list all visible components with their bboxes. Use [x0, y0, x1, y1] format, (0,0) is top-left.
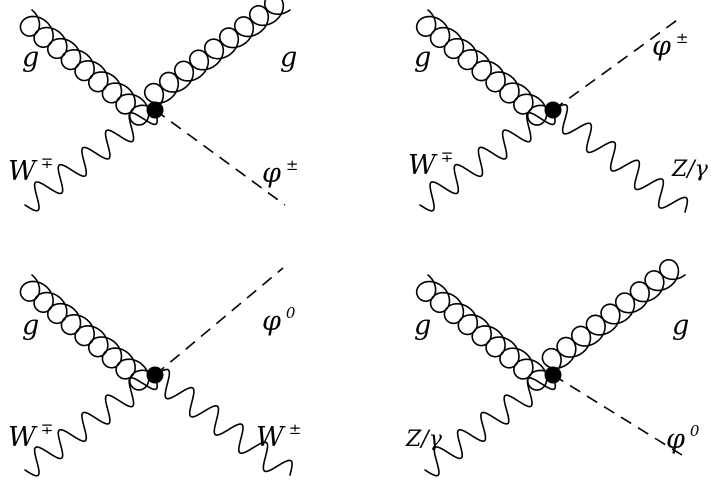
- scalar-line: [154, 109, 286, 206]
- particle-symbol: W: [256, 422, 286, 453]
- particle-label: φ±: [652, 29, 688, 62]
- particle-charge: ±: [676, 29, 689, 47]
- particle-charge: ∓: [41, 420, 54, 438]
- particle-symbol: Z/γ: [405, 427, 443, 452]
- boson-line: [24, 374, 158, 477]
- boson-line: [24, 109, 158, 212]
- particle-symbol: g: [414, 42, 431, 73]
- particle-symbol: g: [414, 310, 431, 341]
- particle-symbol: φ: [652, 31, 671, 62]
- particle-charge: 0: [286, 304, 296, 322]
- particle-label: g: [414, 42, 431, 73]
- gluon-line: [19, 274, 156, 391]
- particle-label: W∓: [408, 148, 453, 181]
- particle-label: W∓: [8, 420, 53, 453]
- particle-label: Z/γ: [405, 427, 443, 452]
- particle-symbol: φ: [666, 424, 685, 455]
- particle-symbol: φ: [262, 306, 281, 337]
- boson-line: [424, 374, 557, 477]
- vertex-dot: [146, 101, 164, 119]
- particle-label: g: [672, 310, 689, 341]
- boson-line: [552, 103, 689, 213]
- particle-label: g: [280, 42, 297, 73]
- particle-label: W±: [256, 420, 301, 453]
- particle-symbol: W: [8, 422, 38, 453]
- gluon-line: [415, 9, 554, 126]
- particle-symbol: Z/γ: [671, 157, 709, 182]
- scalar-line: [552, 374, 683, 456]
- particle-symbol: φ: [262, 158, 281, 189]
- particle-charge: ±: [289, 420, 302, 438]
- particle-symbol: g: [22, 310, 39, 341]
- particle-symbol: g: [280, 42, 297, 73]
- boson-line: [419, 109, 556, 212]
- boson-line: [154, 368, 293, 476]
- particle-label: g: [22, 310, 39, 341]
- particle-label: Z/γ: [671, 157, 709, 182]
- vertex-dot: [146, 366, 164, 384]
- scalar-line: [552, 17, 681, 111]
- particle-symbol: g: [672, 310, 689, 341]
- particle-charge: 0: [690, 422, 700, 440]
- particle-charge: ±: [286, 156, 299, 174]
- gluon-line: [541, 258, 686, 376]
- particle-symbol: g: [22, 42, 39, 73]
- particle-label: g: [22, 42, 39, 73]
- particle-label: g: [414, 310, 431, 341]
- vertex-dot: [544, 366, 562, 384]
- gluon-line: [143, 0, 291, 111]
- particle-symbol: W: [408, 150, 438, 181]
- particle-label: W∓: [8, 154, 53, 187]
- scalar-line: [154, 267, 284, 376]
- particle-symbol: W: [8, 156, 38, 187]
- gluon-line: [415, 274, 554, 391]
- particle-label: φ±: [262, 156, 298, 189]
- gluon-line: [19, 9, 156, 126]
- vertex-dot: [544, 101, 562, 119]
- particle-charge: ∓: [441, 148, 454, 166]
- particle-charge: ∓: [41, 154, 54, 172]
